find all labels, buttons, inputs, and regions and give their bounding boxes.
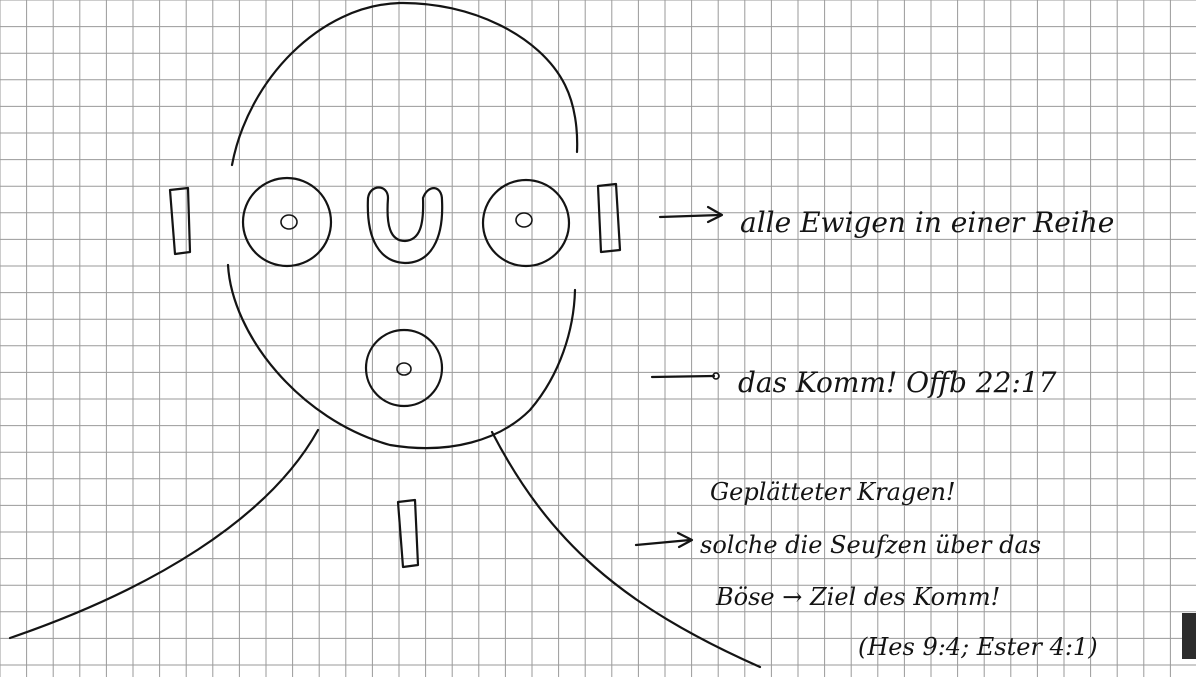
note-mouth-text: das Komm! Offb 22:17 xyxy=(738,366,1057,399)
note-collar-line-4: (Hes 9:4; Ester 4:1) xyxy=(858,633,1098,661)
scan-edge-mark xyxy=(1182,613,1196,659)
note-collar-line-3: Böse → Ziel des Komm! xyxy=(715,583,1000,611)
note-row-text: alle Ewigen in einer Reihe xyxy=(740,206,1114,239)
note-collar-line-1: Geplätteter Kragen! xyxy=(710,478,956,506)
note-collar-line-2: solche die Seufzen über das xyxy=(700,531,1041,559)
